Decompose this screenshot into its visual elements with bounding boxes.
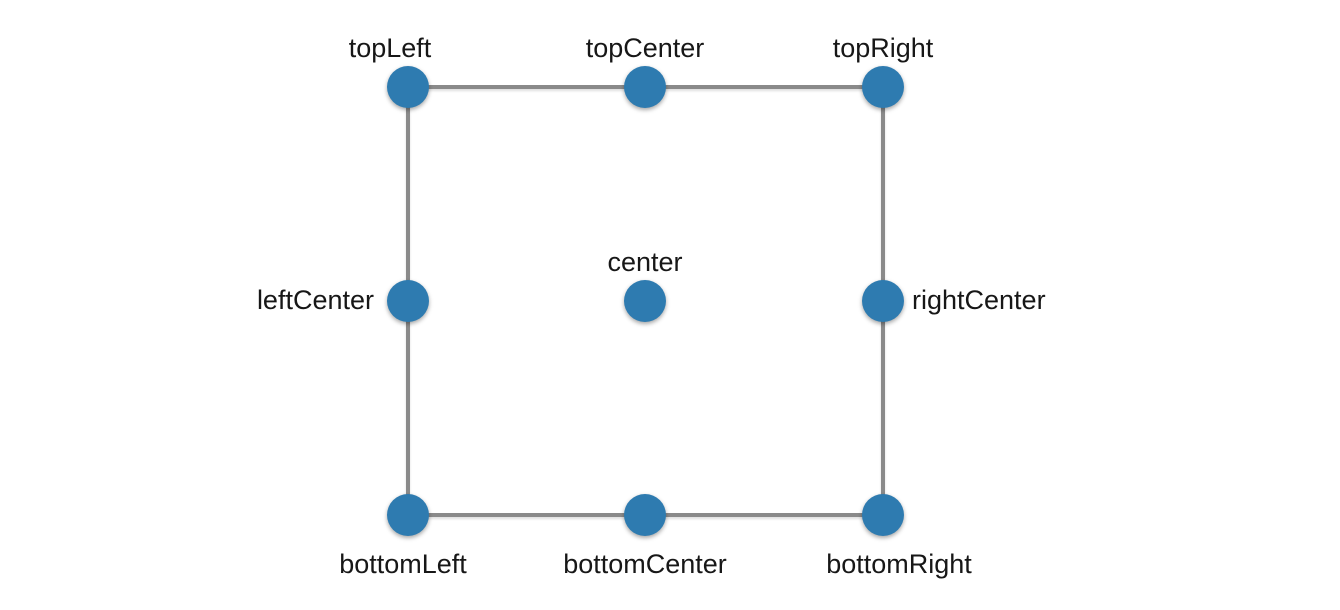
point-dot-topRight — [862, 66, 904, 108]
point-label-topLeft: topLeft — [349, 33, 432, 63]
point-dot-topCenter — [624, 66, 666, 108]
point-label-bottomLeft: bottomLeft — [339, 549, 467, 579]
point-label-bottomRight: bottomRight — [826, 549, 972, 579]
point-label-bottomCenter: bottomCenter — [563, 549, 727, 579]
point-label-center: center — [607, 247, 682, 277]
point-label-topRight: topRight — [833, 33, 934, 63]
point-label-rightCenter: rightCenter — [912, 285, 1046, 315]
point-label-leftCenter: leftCenter — [257, 285, 374, 315]
point-dot-bottomRight — [862, 494, 904, 536]
point-label-topCenter: topCenter — [586, 33, 705, 63]
point-dot-leftCenter — [387, 280, 429, 322]
point-dot-center — [624, 280, 666, 322]
point-dot-topLeft — [387, 66, 429, 108]
point-dot-bottomCenter — [624, 494, 666, 536]
point-dot-bottomLeft — [387, 494, 429, 536]
point-dot-rightCenter — [862, 280, 904, 322]
